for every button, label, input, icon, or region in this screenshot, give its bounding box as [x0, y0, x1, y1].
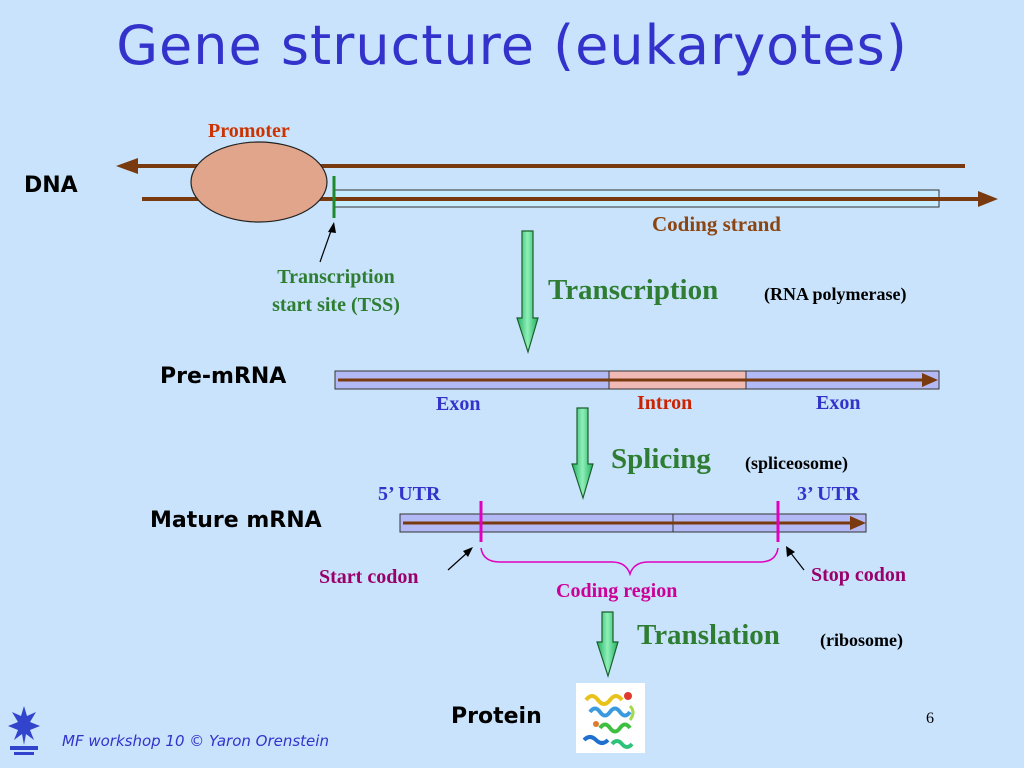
tss-label-line1: Transcription [277, 266, 395, 288]
dna-label: DNA [24, 173, 78, 198]
tss-label-line2: start site (TSS) [272, 294, 400, 316]
start-codon-label: Start codon [319, 566, 419, 588]
mature-mrna-bar [399, 513, 867, 533]
promoter-ellipse [190, 141, 328, 223]
start-codon-pointer [447, 547, 473, 571]
promoter-label: Promoter [208, 120, 290, 142]
stop-codon-pointer [786, 546, 805, 571]
tss-pointer-arrow [319, 222, 336, 263]
transcription-label: Transcription [548, 274, 719, 306]
university-logo [8, 706, 40, 755]
mature-mrna-label: Mature mRNA [150, 508, 322, 533]
splicing-enzyme-label: (spliceosome) [745, 453, 848, 473]
protein-structure-image [576, 683, 645, 753]
transcription-enzyme-label: (RNA polymerase) [764, 284, 907, 304]
splicing-label: Splicing [611, 443, 711, 475]
protein-label: Protein [451, 704, 542, 729]
coding-region-brace [480, 547, 779, 577]
stop-codon-label: Stop codon [811, 564, 907, 586]
translation-enzyme-label: (ribosome) [820, 630, 903, 650]
transcription-arrow [516, 230, 539, 355]
exon-1-label: Exon [436, 393, 481, 415]
pre-mrna-bar [334, 370, 940, 390]
page-number: 6 [926, 710, 934, 727]
intron-label: Intron [637, 392, 693, 414]
five-prime-utr-label: 5’ UTR [378, 483, 441, 505]
slide-title: Gene structure (eukaryotes) [116, 14, 908, 77]
footer-credit: MF workshop 10 © Yaron Orenstein [62, 732, 329, 750]
three-prime-utr-label: 3’ UTR [797, 483, 860, 505]
coding-region-label: Coding region [556, 580, 678, 602]
exon-2-label: Exon [816, 392, 861, 414]
translation-label: Translation [637, 619, 780, 651]
translation-arrow [596, 611, 619, 679]
pre-mrna-label: Pre-mRNA [160, 364, 287, 389]
tss-label: Transcription start site (TSS) [236, 263, 436, 319]
coding-strand-label: Coding strand [652, 212, 781, 236]
splicing-arrow [571, 407, 594, 501]
